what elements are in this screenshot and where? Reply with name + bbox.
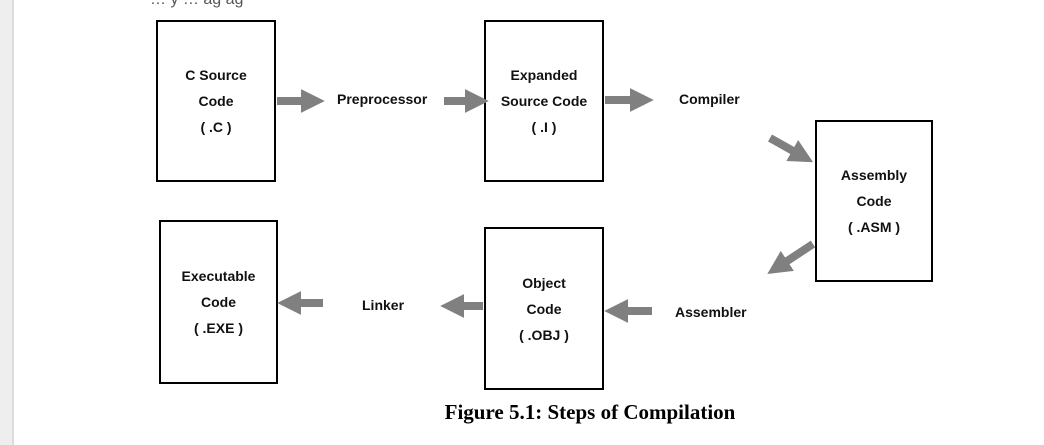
assembly-line-1: Assembly xyxy=(840,167,908,183)
expanded-source-code-box: Expanded Source Code ( .I ) xyxy=(484,20,604,182)
executable-line-2: Code xyxy=(201,294,236,310)
figure-caption: Figure 5.1: Steps of Compilation xyxy=(444,400,736,424)
executable-code-box: Executable Code ( .EXE ) xyxy=(159,220,278,384)
preprocessor-label: Preprocessor xyxy=(337,91,428,107)
assembly-line-2: Code xyxy=(856,193,892,209)
linker-label: Linker xyxy=(362,297,405,313)
executable-line-1: Executable xyxy=(181,268,256,284)
c-source-line-1: C Source xyxy=(185,67,247,83)
arrow-compiler-to-assembly xyxy=(768,134,814,163)
arrow-assembly-to-assembler xyxy=(767,240,816,275)
expanded-line-3: ( .I ) xyxy=(531,119,557,135)
compiler-label: Compiler xyxy=(679,91,740,107)
expanded-line-2: Source Code xyxy=(500,93,588,109)
expanded-line-1: Expanded xyxy=(510,67,578,83)
assembler-label: Assembler xyxy=(675,304,747,320)
c-source-code-box: C Source Code ( .C ) xyxy=(156,20,276,182)
c-source-line-2: Code xyxy=(198,93,234,109)
object-line-2: Code xyxy=(526,300,562,317)
assembly-line-3: ( .ASM ) xyxy=(847,219,901,235)
object-line-3: ( .OBJ ) xyxy=(519,326,569,343)
page-margin-rule xyxy=(0,0,14,445)
object-code-box: Object Code ( .OBJ ) xyxy=(484,227,604,390)
cut-off-text-line: … y … ag ag xyxy=(150,0,243,9)
assembly-code-box: Assembly Code ( .ASM ) xyxy=(815,120,933,282)
c-source-line-3: ( .C ) xyxy=(200,119,232,135)
object-line-1: Object xyxy=(522,274,566,291)
executable-line-3: ( .EXE ) xyxy=(193,320,243,336)
